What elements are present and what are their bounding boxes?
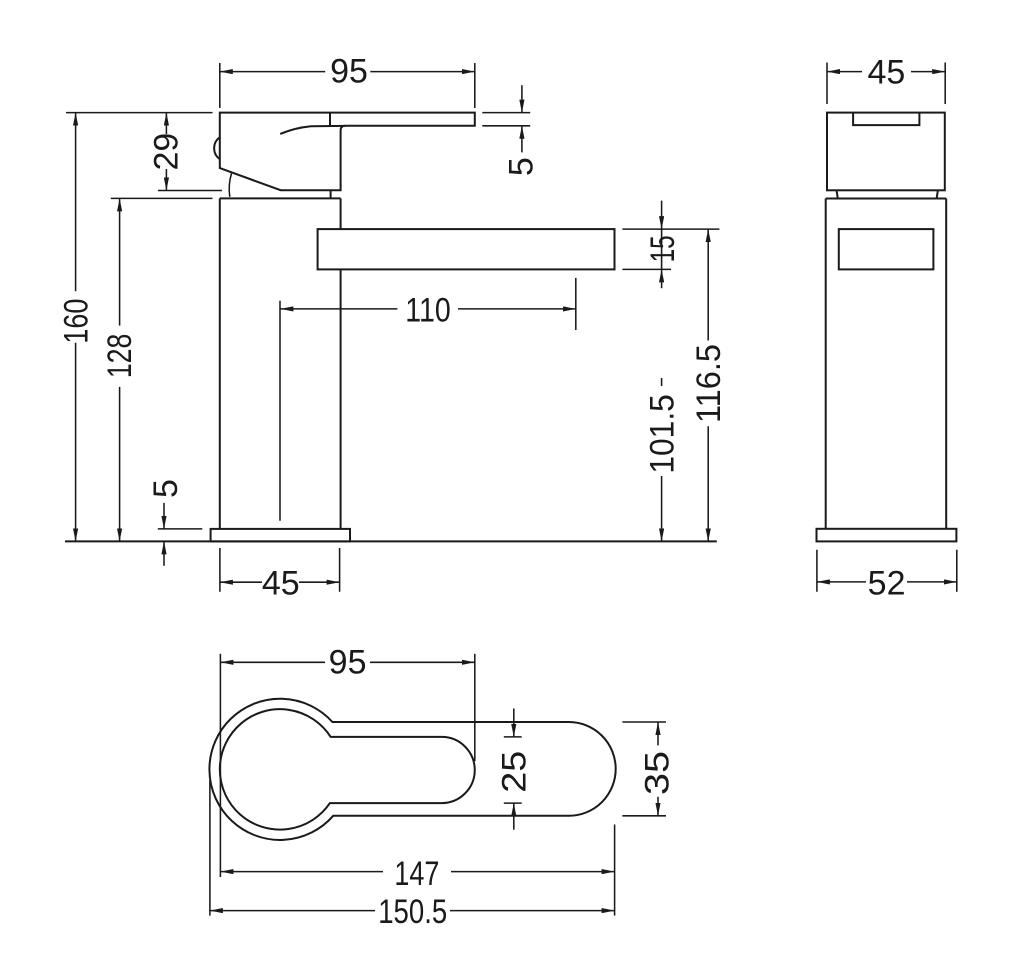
svg-text:147: 147: [394, 855, 439, 893]
svg-text:52: 52: [868, 564, 906, 602]
svg-text:150.5: 150.5: [378, 893, 447, 931]
svg-text:160: 160: [57, 299, 95, 344]
svg-text:25: 25: [495, 751, 533, 793]
svg-text:15: 15: [644, 235, 682, 262]
svg-text:5: 5: [147, 479, 185, 498]
svg-text:45: 45: [262, 565, 300, 603]
svg-text:128: 128: [101, 334, 139, 379]
svg-text:101.5: 101.5: [643, 394, 681, 474]
svg-text:95: 95: [330, 52, 368, 90]
svg-text:116.5: 116.5: [690, 344, 728, 423]
svg-text:45: 45: [867, 53, 905, 91]
svg-text:29: 29: [148, 133, 186, 171]
svg-text:110: 110: [405, 291, 451, 329]
svg-text:35: 35: [639, 751, 677, 795]
svg-text:95: 95: [329, 644, 367, 682]
svg-text:5: 5: [503, 157, 541, 176]
